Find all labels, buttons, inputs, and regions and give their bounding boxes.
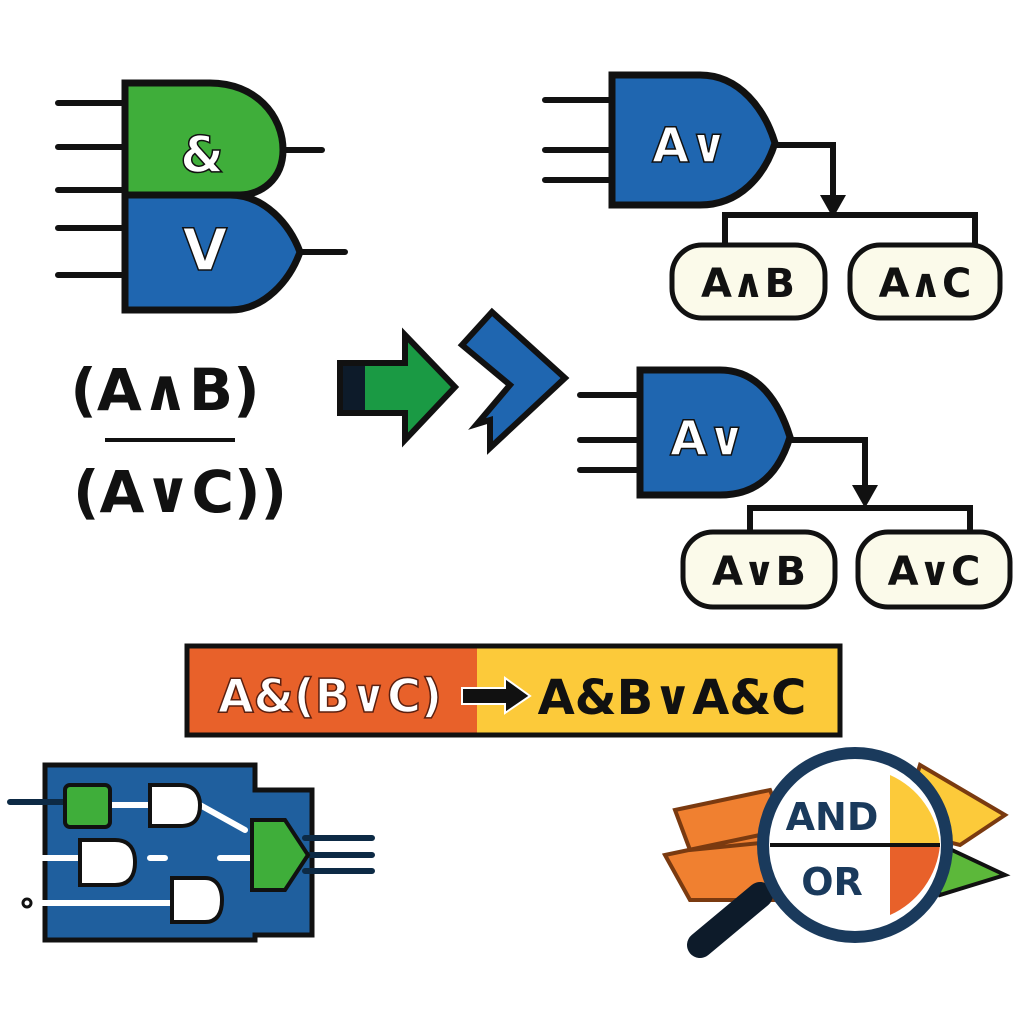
arrow-right-icon — [461, 676, 532, 715]
transformation-banner: A&(B∨C) A&B∨A&C — [184, 643, 843, 738]
or-gate-blue: V — [55, 191, 348, 314]
box-label: A∧C — [879, 261, 972, 307]
box-label: A∨B — [712, 549, 806, 595]
circuit-board-icon — [7, 762, 375, 943]
and-gate-green: & — [55, 79, 325, 199]
and-gate-label: & — [180, 126, 224, 184]
green-arrow-icon — [337, 327, 460, 448]
expression-box: A∧C — [847, 242, 1003, 321]
banner-left-text: A&(B∨C) — [218, 669, 442, 723]
arrow-tail-shade — [343, 366, 365, 410]
gate-label: A∨ — [670, 411, 746, 467]
formula-numerator: (A∧B) — [70, 356, 259, 424]
expression-box: A∨C — [855, 529, 1013, 610]
middle-right-or-gate: A∨ — [577, 366, 973, 538]
box-label: A∧B — [701, 261, 795, 307]
or-label: OR — [801, 860, 863, 904]
formula-denominator: (A∨C)) — [73, 458, 287, 526]
top-right-or-gate: A∨ — [542, 71, 978, 248]
banner-right-text: A&B∨A&C — [538, 670, 807, 726]
blue-chevron-icon — [457, 307, 570, 455]
or-gate-label: V — [183, 216, 228, 284]
expression-box: A∧B — [669, 242, 828, 321]
box-label: A∨C — [888, 549, 981, 595]
magnifier-icon: AND OR — [661, 747, 1011, 958]
and-label: AND — [786, 795, 879, 839]
gate-label: A∨ — [652, 118, 728, 174]
expression-box: A∨B — [680, 529, 838, 610]
